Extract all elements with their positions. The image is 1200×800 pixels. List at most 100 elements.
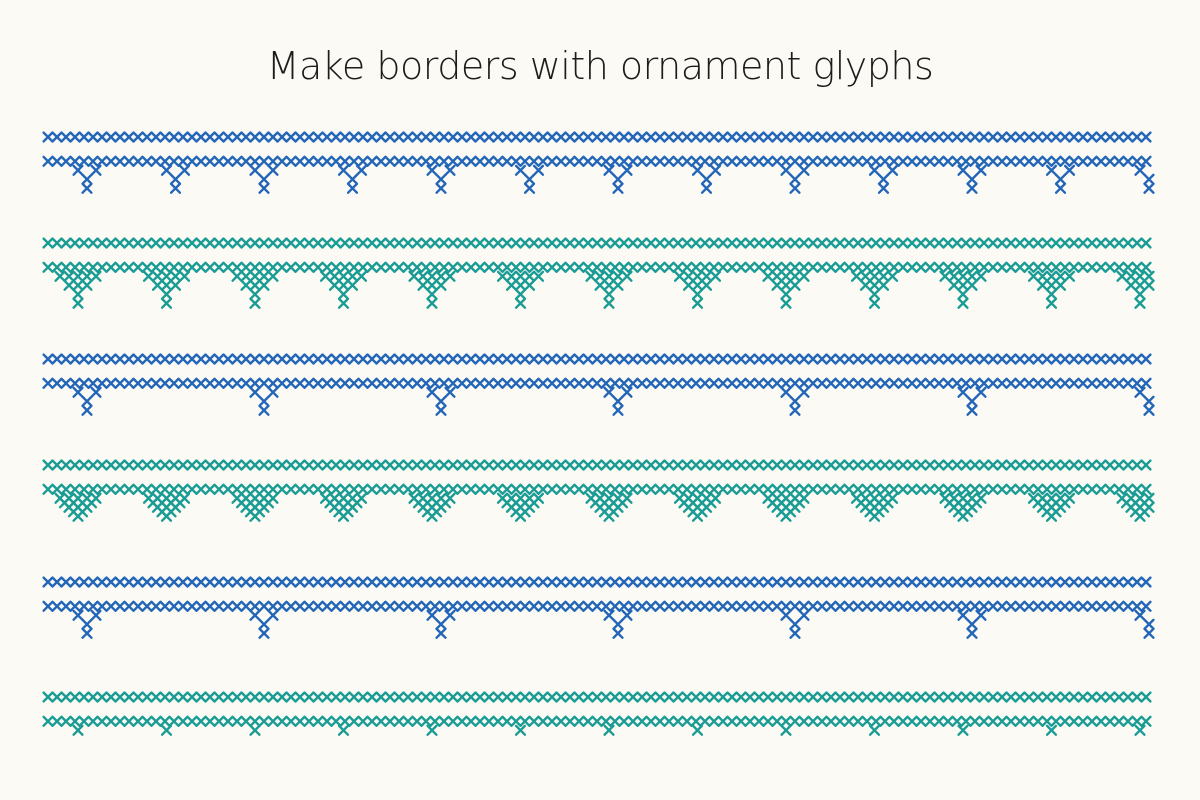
cross-stitch <box>654 131 666 143</box>
cross-stitch <box>1131 155 1143 167</box>
cross-stitch <box>700 270 713 282</box>
cross-stitch <box>1134 164 1146 176</box>
cross-stitch <box>160 270 173 282</box>
cross-stitch <box>780 261 792 273</box>
cross-stitch <box>51 377 63 389</box>
cross-stitch <box>600 483 612 495</box>
cross-stitch <box>114 691 126 703</box>
cross-stitch <box>603 164 615 176</box>
cross-stitch <box>987 377 999 389</box>
cross-stitch <box>780 131 792 143</box>
cross-stitch <box>672 131 684 143</box>
cross-stitch <box>1014 715 1026 727</box>
cross-stitch <box>600 691 612 703</box>
cross-stitch <box>1122 377 1134 389</box>
cross-stitch <box>429 155 441 167</box>
cross-stitch <box>1113 576 1125 588</box>
cross-stitch <box>501 377 513 389</box>
cross-stitch <box>924 261 936 273</box>
cross-stitch <box>447 353 459 365</box>
cross-stitch <box>1032 483 1044 495</box>
cross-stitch <box>969 576 981 588</box>
cross-stitch <box>438 459 450 471</box>
cross-stitch <box>762 155 774 167</box>
cross-stitch <box>1032 377 1044 389</box>
cross-stitch <box>816 600 828 612</box>
cross-stitch <box>72 288 84 300</box>
cross-stitch <box>609 353 621 365</box>
cross-stitch <box>708 261 720 273</box>
cross-stitch <box>942 237 954 249</box>
cross-stitch <box>87 261 99 273</box>
cross-stitch <box>933 155 945 167</box>
cross-stitch <box>654 600 666 612</box>
cross-stitch <box>375 353 387 365</box>
cross-stitch <box>249 288 261 300</box>
cross-stitch <box>1068 600 1080 612</box>
cross-stitch <box>357 131 369 143</box>
cross-stitch <box>447 237 459 249</box>
cross-stitch <box>906 459 918 471</box>
cross-stitch <box>942 353 954 365</box>
cross-stitch <box>1113 377 1125 389</box>
cross-stitch <box>852 131 864 143</box>
cross-stitch <box>483 237 495 249</box>
cross-stitch <box>510 131 522 143</box>
cross-stitch <box>294 261 306 273</box>
cross-stitch <box>699 261 711 273</box>
cross-stitch <box>444 270 456 282</box>
cross-stitch <box>555 715 567 727</box>
cross-stitch <box>843 131 855 143</box>
cross-stitch <box>780 600 792 612</box>
cross-stitch <box>618 600 630 612</box>
cross-stitch <box>456 155 468 167</box>
cross-stitch <box>447 715 459 727</box>
cross-stitch <box>1134 297 1146 309</box>
cross-stitch <box>987 261 999 273</box>
cross-stitch <box>645 600 657 612</box>
cross-stitch <box>357 715 369 727</box>
cross-stitch <box>249 155 261 167</box>
cross-stitch <box>708 576 720 588</box>
cross-stitch <box>114 483 126 495</box>
cross-stitch <box>798 715 810 727</box>
cross-stitch <box>960 459 972 471</box>
cross-stitch <box>690 691 702 703</box>
cross-stitch <box>402 459 414 471</box>
cross-stitch <box>618 576 630 588</box>
cross-stitch <box>1014 600 1026 612</box>
cross-stitch <box>564 131 576 143</box>
cross-stitch <box>249 279 261 291</box>
cross-stitch <box>177 691 189 703</box>
cross-stitch <box>825 691 837 703</box>
cross-stitch <box>141 261 153 273</box>
cross-stitch <box>1104 459 1116 471</box>
cross-stitch <box>582 155 594 167</box>
cross-stitch <box>51 691 63 703</box>
cross-stitch <box>1068 459 1080 471</box>
cross-stitch <box>186 377 198 389</box>
cross-stitch <box>240 237 252 249</box>
cross-stitch <box>709 164 722 176</box>
cross-stitch <box>96 600 108 612</box>
cross-stitch <box>906 377 918 389</box>
cross-stitch <box>384 691 396 703</box>
cross-stitch <box>366 600 378 612</box>
cross-stitch <box>789 691 801 703</box>
border-row <box>42 131 1155 194</box>
cross-stitch <box>924 155 936 167</box>
cross-stitch <box>672 600 684 612</box>
cross-stitch <box>1050 131 1062 143</box>
cross-stitch <box>177 237 189 249</box>
cross-stitch <box>402 237 414 249</box>
cross-stitch <box>1059 459 1071 471</box>
cross-stitch <box>780 353 792 365</box>
cross-stitch <box>645 715 657 727</box>
cross-stitch <box>843 483 855 495</box>
cross-stitch <box>877 173 890 185</box>
cross-stitch <box>123 377 135 389</box>
cross-stitch <box>690 600 702 612</box>
cross-stitch <box>618 483 630 495</box>
cross-stitch <box>771 715 783 727</box>
cross-stitch <box>1125 270 1137 282</box>
